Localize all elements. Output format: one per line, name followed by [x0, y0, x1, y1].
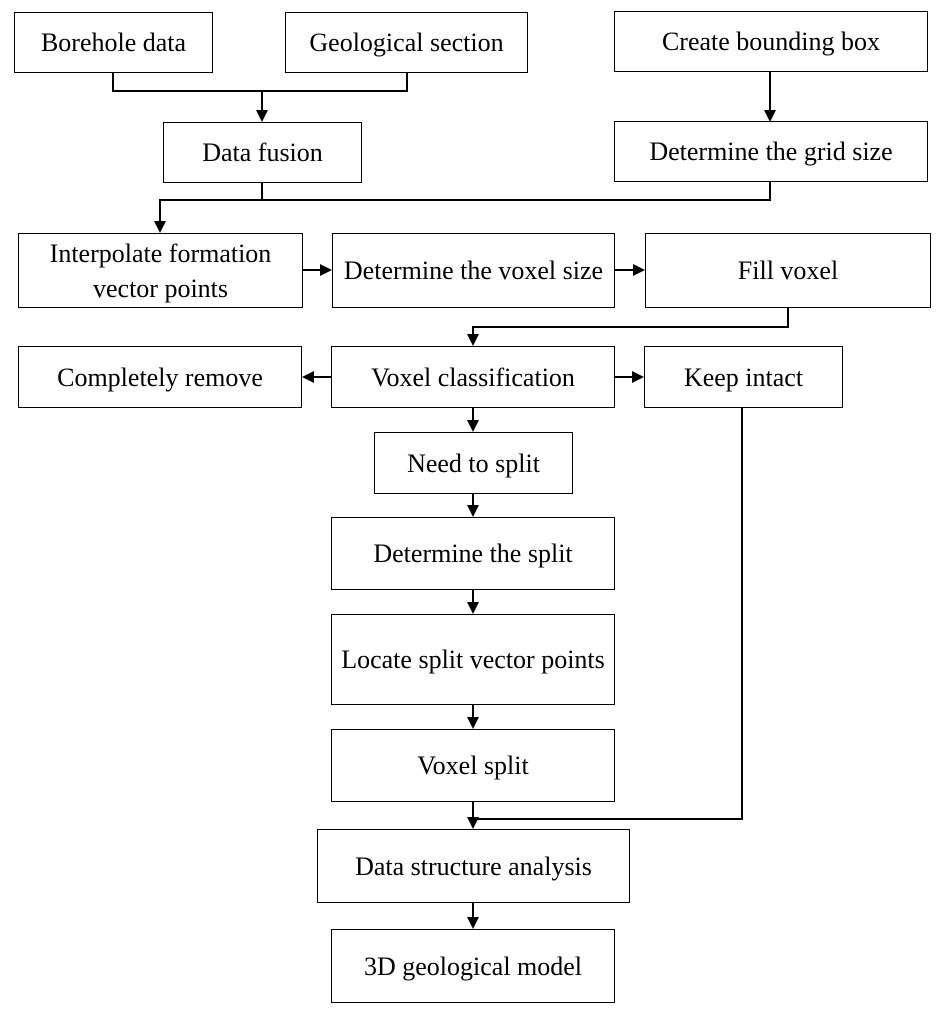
arrowhead-fusion — [256, 110, 268, 122]
arrowhead-remove — [302, 371, 314, 383]
connector-merge-to-interp — [159, 199, 262, 221]
node-determine-the-split: Determine the split — [331, 517, 615, 590]
node-geological-section: Geological section — [285, 12, 528, 73]
node-voxel-split: Voxel split — [331, 729, 615, 802]
node-data-fusion: Data fusion — [163, 122, 362, 183]
arrowhead-keep — [632, 371, 644, 383]
node-interpolate-formation-vector-points: Interpolate formation vector points — [18, 233, 303, 308]
arrowhead-dsa — [467, 817, 479, 829]
arrowhead-model — [467, 917, 479, 929]
arrowhead-fill — [633, 264, 645, 276]
connector-fusion-grid-merge — [261, 182, 771, 201]
node-create-bounding-box: Create bounding box — [614, 11, 928, 72]
node-data-structure-analysis: Data structure analysis — [317, 829, 630, 903]
arrowhead-vsplit — [467, 717, 479, 729]
arrowhead-detsplit — [467, 505, 479, 517]
connector-keep-to-dsa — [473, 408, 743, 820]
connector-borehole-geosection-to-fusion — [112, 73, 408, 92]
node-locate-split-vector-points: Locate split vector points — [331, 614, 615, 705]
node-3d-geological-model: 3D geological model — [331, 929, 615, 1003]
connector-fill-to-classify — [472, 307, 789, 334]
node-need-to-split: Need to split — [374, 432, 573, 494]
node-keep-intact: Keep intact — [644, 346, 843, 408]
arrowhead-interp — [154, 221, 166, 233]
node-borehole-data: Borehole data — [14, 12, 213, 73]
arrowhead-grid — [764, 110, 776, 122]
node-voxel-classification: Voxel classification — [331, 346, 615, 408]
node-determine-voxel-size: Determine the voxel size — [332, 233, 615, 308]
node-completely-remove: Completely remove — [18, 346, 302, 408]
node-determine-grid-size: Determine the grid size — [614, 121, 928, 182]
node-fill-voxel: Fill voxel — [645, 233, 931, 308]
arrowhead-locate — [467, 602, 479, 614]
arrowhead-needsplit — [467, 420, 479, 432]
arrowhead-voxelsize — [320, 264, 332, 276]
arrowhead-classify — [467, 334, 479, 346]
